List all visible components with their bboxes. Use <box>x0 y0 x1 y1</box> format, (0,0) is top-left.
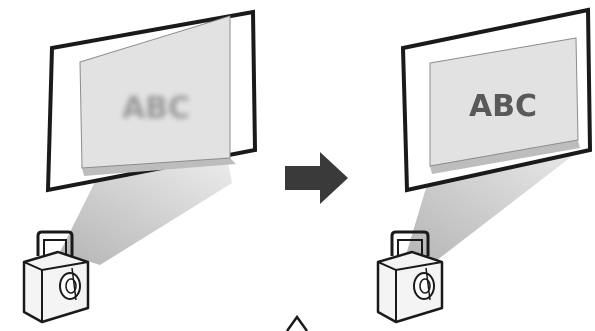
screen-text-before: ABC <box>122 91 190 126</box>
screen-text-after: ABC <box>469 89 537 124</box>
projector-lens-before <box>59 272 81 300</box>
projected-image-before <box>79 15 231 169</box>
after-panel: ABC <box>376 7 593 324</box>
projector-lens-after <box>413 272 435 300</box>
projector-after <box>376 230 444 324</box>
arrow-right-icon <box>285 152 348 204</box>
projector-handle-after <box>390 230 430 256</box>
screen-shadow-before <box>82 158 236 176</box>
caret-up-icon <box>285 314 309 331</box>
screen-shadow-after <box>430 140 580 174</box>
projection-beam-before <box>60 162 232 265</box>
before-panel: ABC <box>22 9 258 324</box>
projector-handle-before <box>36 230 74 256</box>
projector-before <box>22 230 90 324</box>
projected-image-after <box>429 37 579 167</box>
